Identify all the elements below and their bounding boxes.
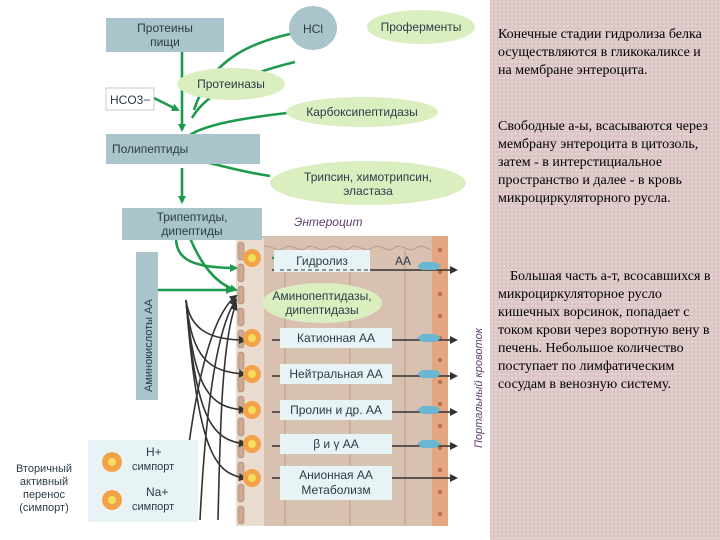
paragraph-absorption: Свободные а-ы, всасываются через мембран… — [498, 119, 708, 206]
carboxypeptidases-label: Карбоксипептидазы — [306, 105, 418, 119]
proteinases-ellipse — [177, 68, 285, 100]
secondary-transport-3: перенос — [23, 489, 66, 501]
food-proteins-label-2: пищи — [150, 35, 180, 49]
basolateral-dots — [438, 248, 442, 516]
aminopeptidases-label-2: дипептидазы — [285, 303, 358, 317]
enterocyte-label: Энтероцит — [294, 215, 362, 229]
transporter-icon — [417, 262, 441, 270]
food-proteins-label-1: Протеины — [137, 21, 193, 35]
transporter-beta-gamma-box — [280, 434, 392, 454]
symport-pump-icon — [102, 452, 122, 472]
amino-acids-label: Аминокислоты АА — [143, 299, 155, 392]
transporter-icon — [417, 370, 441, 378]
trypsin-label-2: эластаза — [343, 184, 393, 198]
aminopeptidases-ellipse — [262, 283, 382, 323]
proenzymes-label: Проферменты — [381, 20, 462, 34]
metabolism-label: Метаболизм — [301, 483, 370, 497]
amino-acids-bar — [136, 252, 158, 400]
proteinases-label: Протеиназы — [197, 77, 265, 91]
hydrolysis-box — [274, 250, 370, 272]
basolateral-transporters — [417, 262, 441, 448]
transporter-neutral-box — [280, 364, 392, 384]
transporter-proline-box — [280, 400, 392, 420]
tripeptides-box — [122, 208, 262, 240]
symport-box — [88, 440, 198, 522]
paragraph-portal: Большая часть а-т, всосавшихся в микроци… — [498, 269, 711, 392]
protein-digestion-diagram: Протеины пищи HCl Проферменты HCO3− Прот… — [16, 6, 485, 526]
hcl-circle — [289, 6, 337, 50]
food-proteins-box — [106, 18, 224, 52]
trypsin-ellipse — [270, 161, 466, 205]
transporter-anionic-label: Анионная АА — [299, 468, 373, 482]
hco3-box — [105, 87, 155, 111]
h-ion-label: H+ — [146, 445, 162, 459]
secondary-transport-1: Вторичный — [16, 463, 72, 475]
pump-icon — [243, 435, 261, 453]
transporter-beta-gamma-label: β и γ АА — [313, 437, 359, 451]
transporter-icon — [417, 440, 441, 448]
tripeptides-label-1: Трипептиды, — [157, 210, 228, 224]
paragraph-hydrolysis: Конечные стадии гидролиза белка осуществ… — [498, 27, 702, 78]
trypsin-label-1: Трипсин, химотрипсин, — [304, 170, 432, 184]
pump-icon — [243, 365, 261, 383]
transporter-anionic-box — [280, 466, 392, 500]
secondary-transport-4: (симпорт) — [19, 502, 69, 514]
symport-pump-icon — [102, 490, 122, 510]
transporter-proline-label: Пролин и др. АА — [290, 403, 382, 417]
pump-icon — [243, 329, 261, 347]
symport-label-2: симпорт — [132, 501, 174, 513]
aa-label: АА — [395, 254, 411, 268]
hco3-label: HCO3− — [110, 93, 150, 107]
tripeptides-label-2: дипептиды — [161, 224, 222, 238]
proenzymes-ellipse — [367, 10, 475, 44]
pump-icon — [243, 469, 261, 487]
pump-icon — [243, 401, 261, 419]
transporter-neutral-label: Нейтральная АА — [289, 367, 382, 381]
polypeptides-box — [106, 134, 260, 164]
polypeptides-label: Полипептиды — [112, 142, 188, 156]
hcl-label: HCl — [303, 22, 323, 36]
secondary-transport-2: активный — [20, 476, 68, 488]
symport-label-1: симпорт — [132, 461, 174, 473]
aminopeptidases-label-1: Аминопептидазы, — [272, 289, 371, 303]
portal-blood-label: Портальный кровоток — [473, 327, 485, 448]
transporter-cationic-box — [280, 328, 392, 348]
transporter-cationic-label: Катионная АА — [297, 331, 375, 345]
na-ion-label: Na+ — [146, 485, 168, 499]
transporter-icon — [417, 406, 441, 414]
hydrolysis-label: Гидролиз — [296, 254, 348, 268]
apical-pumps — [243, 249, 261, 487]
pump-icon — [243, 249, 261, 267]
transporter-icon — [417, 334, 441, 342]
text-panel — [490, 0, 720, 540]
carboxypeptidases-ellipse — [286, 97, 438, 127]
